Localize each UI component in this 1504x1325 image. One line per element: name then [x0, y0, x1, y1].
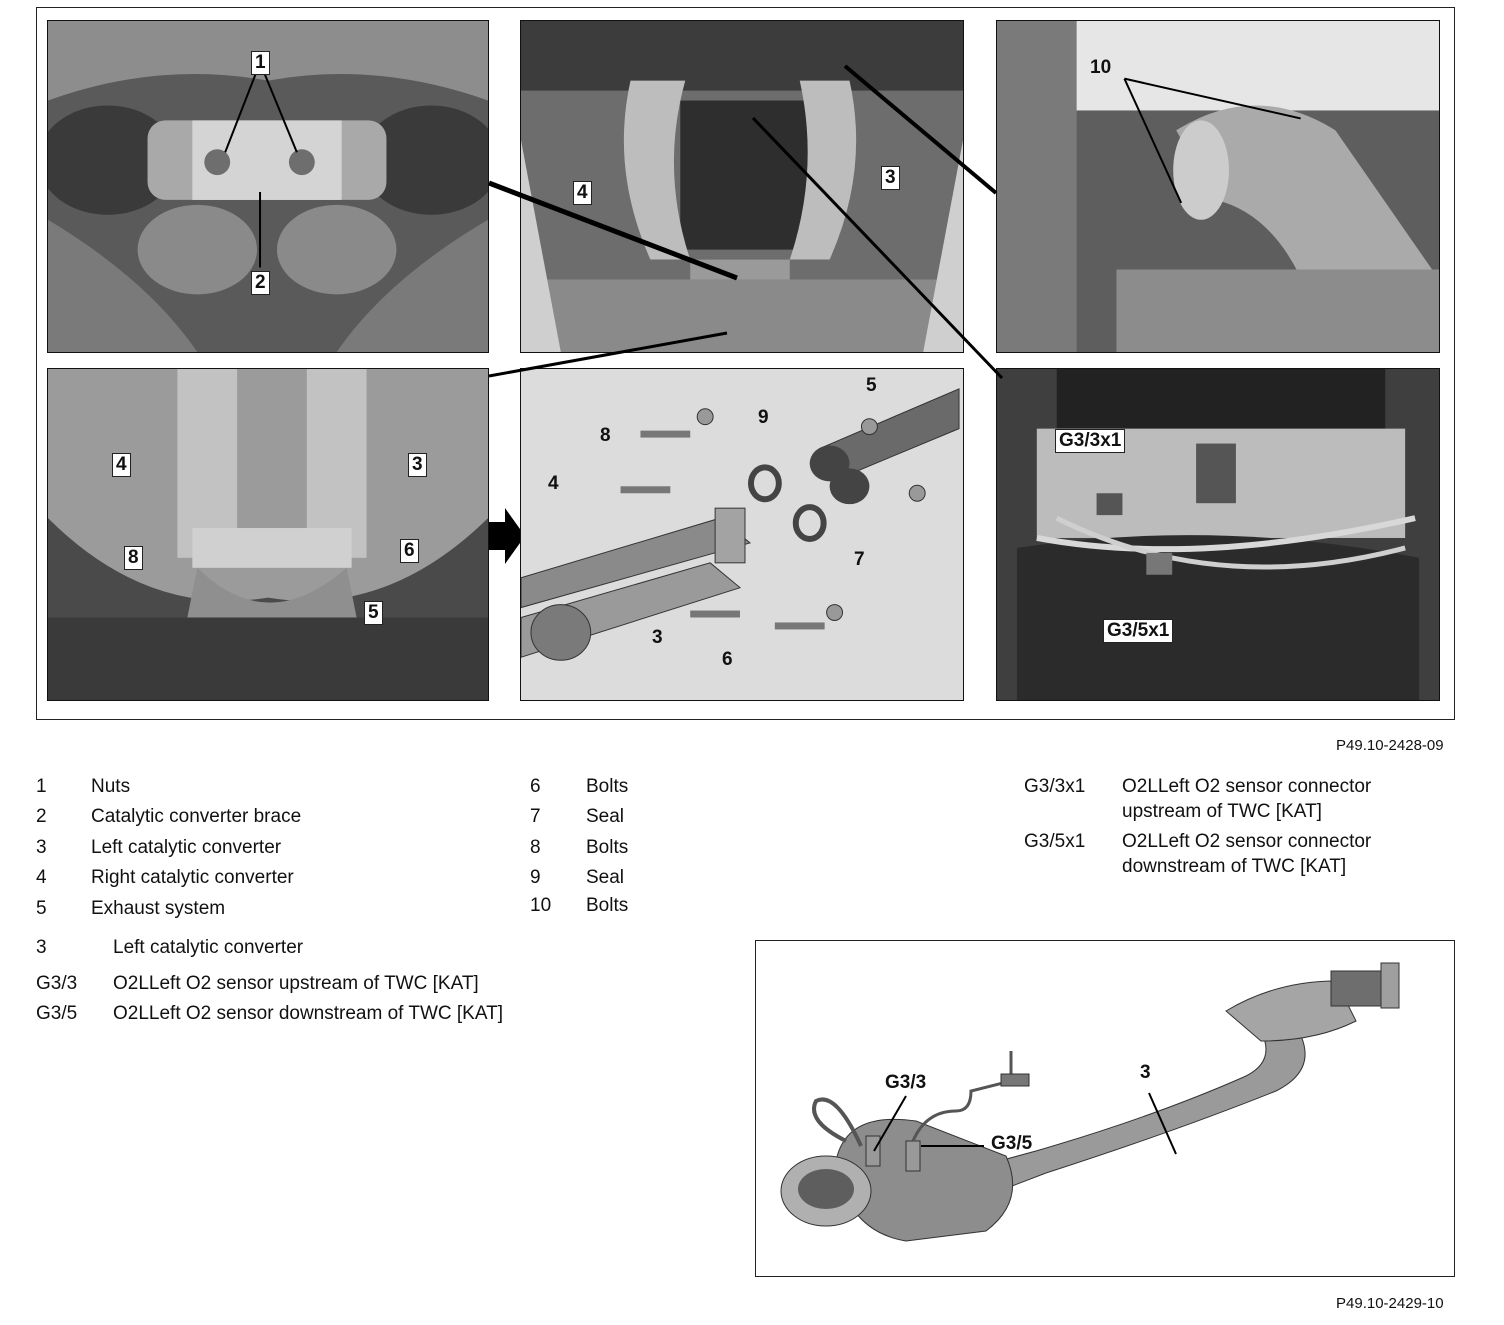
callout-g3-5x1-connector: G3/5x1 [1103, 619, 1174, 643]
legend-num: 7 [530, 806, 541, 827]
photo-panel-overview: 4 3 [520, 20, 964, 353]
legend-text: O2LLeft O2 sensor downstream of TWC [KAT… [113, 1003, 504, 1024]
photo-panel-bolts-10: 10 [996, 20, 1440, 353]
figure-1-id: P49.10-2428-09 [1336, 737, 1444, 754]
callout-3-left-converter: 3 [881, 166, 900, 190]
exploded-drawing-panel: 5 9 8 4 7 3 6 [520, 368, 964, 701]
callout-5-exhaust: 5 [866, 375, 877, 396]
callout-1-nuts: 1 [251, 51, 270, 75]
legend-num: G3/3x1 [1024, 776, 1086, 797]
legend-text: Bolts [586, 837, 629, 858]
callout-6-bolts: 6 [400, 539, 419, 563]
callout-5-exhaust: 5 [364, 601, 383, 625]
left-catalytic-converter-drawing [780, 962, 1400, 1242]
legend-text: Seal [586, 867, 625, 888]
figure-2: G3/3 G3/5 3 [755, 940, 1455, 1277]
legend-text: Exhaust system [91, 898, 226, 919]
legend-text: O2LLeft O2 sensor connector [1122, 776, 1372, 797]
legend-num: G3/3 [36, 973, 78, 994]
legend-text: Right catalytic converter [91, 867, 294, 888]
legend-text: Left catalytic converter [113, 937, 304, 958]
callout-8-bolts: 8 [124, 546, 143, 570]
legend-text: O2LLeft O2 sensor connector [1122, 831, 1372, 852]
legend-text: upstream of TWC [KAT] [1122, 801, 1322, 822]
callout-3-left-converter: 3 [1140, 1062, 1151, 1083]
legend-text: Seal [586, 806, 625, 827]
legend-text: O2LLeft O2 sensor upstream of TWC [KAT] [113, 973, 479, 994]
callout-3-left-converter: 3 [652, 627, 663, 648]
legend-num: 8 [530, 837, 541, 858]
legend-num: 3 [36, 837, 47, 858]
legend-text: Bolts [586, 895, 629, 916]
figure-2-id: P49.10-2429-10 [1336, 1295, 1444, 1312]
legend-text: Bolts [586, 776, 629, 797]
figure-1: 1 2 4 3 10 [36, 7, 1455, 720]
callout-4-right-converter: 4 [548, 473, 559, 494]
callout-4-right-converter: 4 [112, 453, 131, 477]
callout-7-seal: 7 [854, 549, 865, 570]
callout-4-right-converter: 4 [573, 181, 592, 205]
legend-num: 9 [530, 867, 541, 888]
legend-num: 2 [36, 806, 47, 827]
legend-num: 6 [530, 776, 541, 797]
photo-panel-converters-below: 4 3 8 6 5 [47, 368, 489, 701]
legend-text: downstream of TWC [KAT] [1122, 856, 1347, 877]
callout-9-seal: 9 [758, 407, 769, 428]
legend-text: Nuts [91, 776, 131, 797]
callout-g3-5-sensor: G3/5 [991, 1133, 1033, 1154]
photo-panel-sensor-connectors: G3/3x1 G3/5x1 [996, 368, 1440, 701]
legend-text: Catalytic converter brace [91, 806, 302, 827]
callout-3-left-converter: 3 [408, 453, 427, 477]
legend-num: 4 [36, 867, 47, 888]
legend-text: Left catalytic converter [91, 837, 282, 858]
legend-num: 3 [36, 937, 47, 958]
callout-10-bolts: 10 [1090, 57, 1112, 78]
legend-num: 1 [36, 776, 47, 797]
callout-g3-3x1-connector: G3/3x1 [1055, 429, 1126, 453]
callout-8-bolts: 8 [600, 425, 611, 446]
legend-num: 10 [530, 895, 552, 916]
callout-g3-3-sensor: G3/3 [885, 1072, 927, 1093]
photo-panel-catalytic-brace: 1 2 [47, 20, 489, 353]
callout-2-brace: 2 [251, 271, 270, 295]
arrow-right-icon [489, 508, 525, 564]
callout-6-bolts: 6 [722, 649, 733, 670]
legend-num: 5 [36, 898, 47, 919]
legend-num: G3/5x1 [1024, 831, 1086, 852]
legend-num: G3/5 [36, 1003, 78, 1024]
